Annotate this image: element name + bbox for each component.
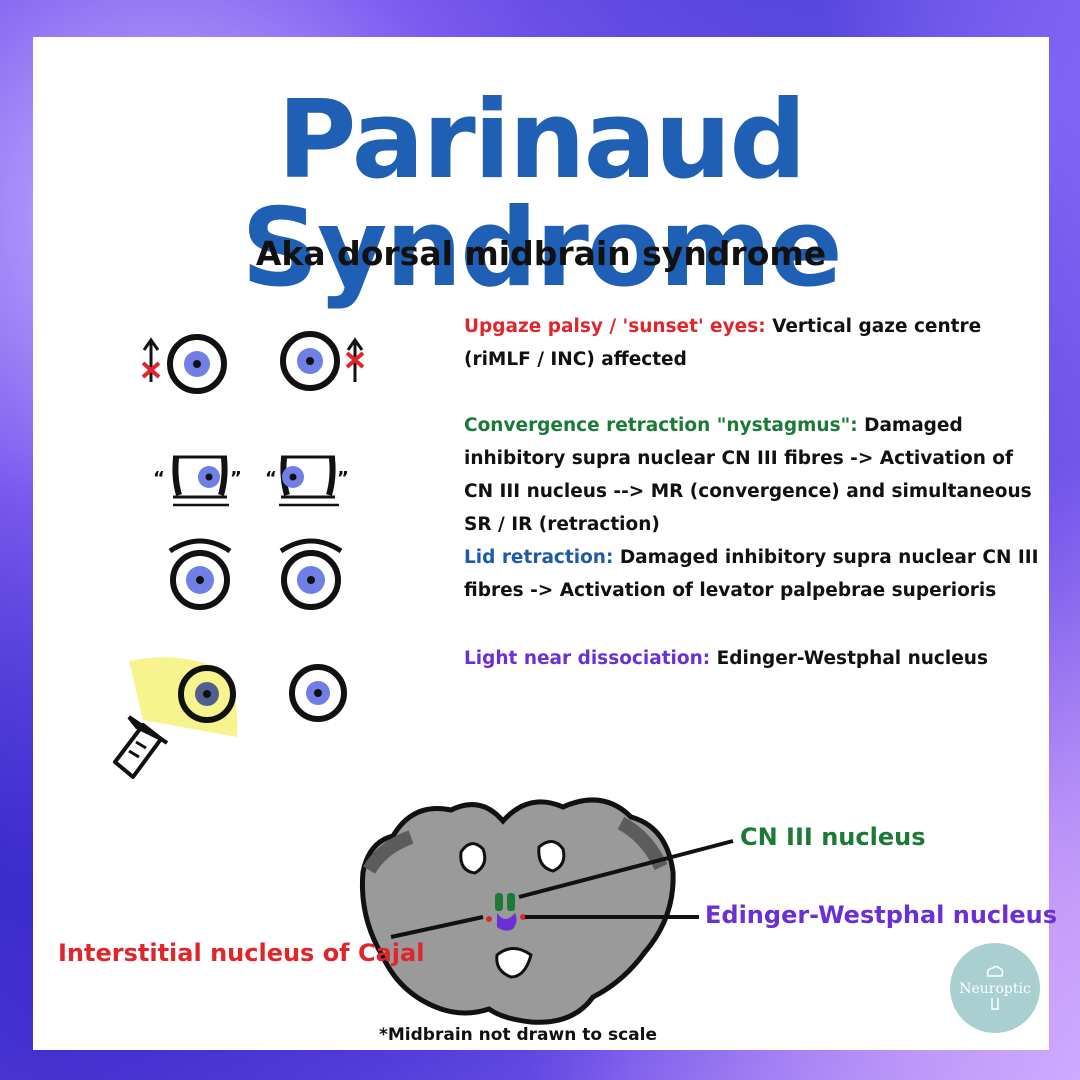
svg-text:“: “ — [153, 468, 165, 489]
label-interstitial-nucleus-of-cajal: Interstitial nucleus of Cajal — [58, 939, 425, 967]
stem-icon — [991, 998, 999, 1010]
eye-convergence-right: “ ” — [265, 455, 349, 507]
cerebral-peduncle-band-left — [363, 830, 414, 874]
symptom-term: Convergence retraction "nystagmus": — [464, 415, 858, 436]
eye-illustrations: “ ” “ ” — [113, 331, 365, 779]
midbrain-cross-section — [359, 797, 734, 1025]
symptom-term: Light near dissociation: — [464, 648, 711, 669]
page-subtitle: Aka dorsal midbrain syndrome — [255, 234, 827, 273]
infographic-card: Parinaud Syndrome Aka dorsal midbrain sy… — [33, 37, 1057, 1050]
scale-note: *Midbrain not drawn to scale — [379, 1025, 658, 1045]
svg-text:”: ” — [337, 468, 349, 489]
cerebral-aqueduct — [495, 947, 533, 979]
symptom-text: Damaged inhibitory supra nuclear CN III … — [464, 415, 1032, 535]
eye-light-right — [289, 664, 347, 722]
label-edinger-westphal-nucleus: Edinger-Westphal nucleus — [705, 901, 1058, 929]
eye-lid-retraction-left — [168, 538, 232, 610]
inc-marker — [486, 916, 492, 922]
eye-upgaze-left — [167, 334, 227, 394]
pointer-cn3 — [518, 839, 734, 899]
svg-text:“: “ — [265, 468, 277, 489]
arrow-up-crossed-icon — [141, 337, 161, 382]
symptom-text: Edinger-Westphal nucleus — [710, 648, 988, 669]
aqueduct-right — [537, 840, 566, 873]
eye-upgaze-right — [280, 331, 340, 391]
eye-lid-retraction-right — [279, 538, 343, 610]
page-title: Parinaud Syndrome — [241, 78, 843, 311]
eye-light-left — [178, 665, 236, 723]
symptom-text: Damaged inhibitory supra nuclear CN III … — [464, 547, 1039, 601]
label-cn3-nucleus: CN III nucleus — [740, 823, 926, 851]
symptom-lid-retraction: Lid retraction: Damaged inhibitory supra… — [464, 541, 1044, 607]
symptom-light-near-dissociation: Light near dissociation: Edinger-Westpha… — [464, 642, 1044, 675]
arrow-up-crossed-icon — [345, 337, 365, 382]
symptom-text: Vertical gaze centre (riMLF / INC) affec… — [464, 316, 982, 370]
neuroptic-logo: Neuroptic — [950, 943, 1040, 1033]
midbrain-outline — [359, 797, 676, 1025]
symptom-term: Upgaze palsy / 'sunset' eyes: — [464, 316, 766, 337]
brain-icon — [986, 965, 1004, 977]
symptom-convergence-retraction: Convergence retraction "nystagmus": Dama… — [464, 409, 1044, 541]
svg-text:”: ” — [230, 468, 242, 489]
cn3-nucleus-marker — [495, 893, 515, 911]
aqueduct-left — [459, 842, 487, 875]
edinger-westphal-marker — [497, 913, 517, 931]
inc-marker — [520, 914, 526, 920]
logo-text: Neuroptic — [959, 981, 1031, 997]
symptom-term: Lid retraction: — [464, 547, 614, 568]
eye-convergence-left: “ ” — [153, 455, 242, 507]
symptom-upgaze-palsy: Upgaze palsy / 'sunset' eyes: Vertical g… — [464, 310, 1044, 376]
pointer-inc — [390, 915, 484, 939]
flashlight-icon — [113, 715, 169, 779]
